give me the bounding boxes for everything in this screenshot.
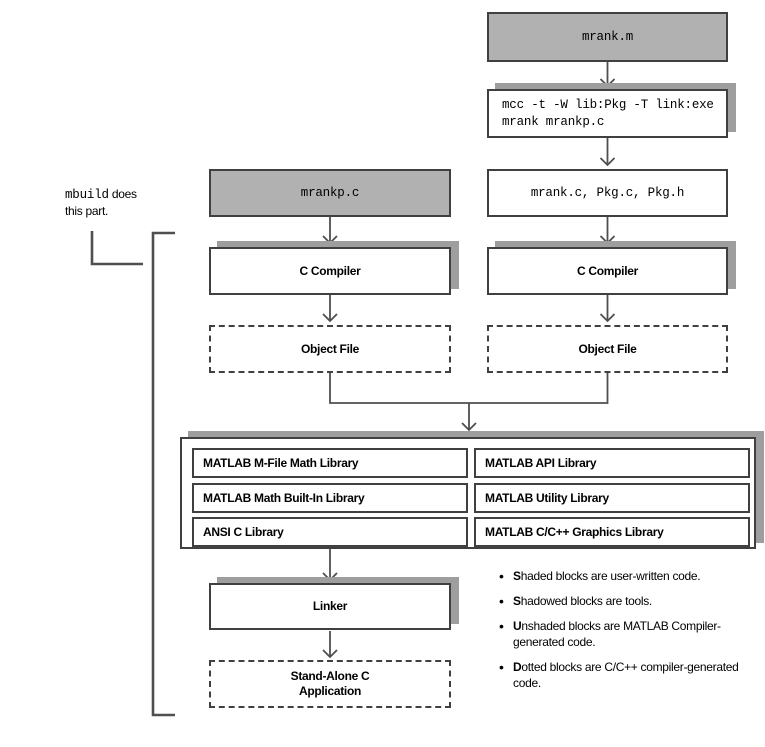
lib-math-builtin-label: MATLAB Math Built-In Library — [203, 490, 365, 505]
object-files-merge-connector — [329, 373, 609, 432]
lib-utility: MATLAB Utility Library — [474, 483, 750, 513]
mcc-command-line1: mcc -t -W lib:Pkg -T link:exe — [502, 97, 714, 112]
legend: Shaded blocks are user-written code. Sha… — [499, 568, 761, 700]
node-object-file-left-label: Object File — [300, 341, 360, 356]
lib-ansi-c-label: ANSI C Library — [203, 524, 284, 539]
node-generated-files-label: mrank.c, Pkg.c, Pkg.h — [530, 186, 685, 200]
mbuild-annotation-code: mbuild — [65, 188, 109, 202]
lib-math-builtin: MATLAB Math Built-In Library — [192, 483, 468, 513]
arrow-compiler-left-to-object — [322, 295, 338, 323]
node-standalone-app-line2: Application — [298, 684, 362, 698]
node-object-file-right-label: Object File — [578, 341, 637, 356]
annotation-pointer-line — [90, 231, 143, 266]
node-mrankp-c: mrankp.c — [209, 169, 451, 217]
legend-item-shaded: Shaded blocks are user-written code. — [499, 568, 761, 584]
arrow-mcc-to-files — [599, 138, 616, 167]
lib-mfile-math: MATLAB M-File Math Library — [192, 448, 468, 478]
mbuild-annotation: mbuild does this part. — [65, 186, 165, 219]
mbuild-annotation-line2: this part. — [65, 204, 109, 218]
libraries-container: MATLAB M-File Math Library MATLAB Math B… — [180, 437, 756, 549]
mbuild-annotation-rest: does — [111, 187, 137, 201]
lib-utility-label: MATLAB Utility Library — [485, 490, 609, 505]
node-mrankp-c-label: mrankp.c — [300, 186, 360, 200]
node-standalone-app: Stand-Alone C Application — [209, 660, 451, 708]
node-object-file-right: Object File — [487, 325, 728, 373]
node-c-compiler-right-label: C Compiler — [576, 263, 638, 278]
legend-item-unshaded: Unshaded blocks are MATLAB Compiler-gene… — [499, 618, 761, 650]
lib-ansi-c: ANSI C Library — [192, 517, 468, 547]
lib-api: MATLAB API Library — [474, 448, 750, 478]
node-linker-label: Linker — [312, 599, 348, 613]
lib-graphics: MATLAB C/C++ Graphics Library — [474, 517, 750, 547]
mcc-command-line2: mrank mrankp.c — [502, 114, 605, 129]
lib-mfile-math-label: MATLAB M-File Math Library — [203, 455, 359, 470]
node-mrank-m-label: mrank.m — [581, 30, 634, 44]
arrow-mrank-to-mcc — [599, 62, 616, 88]
node-generated-files: mrank.c, Pkg.c, Pkg.h — [487, 169, 728, 217]
node-c-compiler-left: C Compiler — [209, 247, 451, 295]
legend-item-dotted: Dotted blocks are C/C++ compiler-generat… — [499, 659, 761, 691]
arrow-mrankp-to-compiler-left — [322, 217, 338, 245]
arrow-linker-to-app — [322, 631, 338, 659]
arrow-libraries-to-linker — [322, 549, 338, 582]
node-linker: Linker — [209, 583, 451, 630]
mbuild-scope-bracket — [151, 231, 175, 717]
legend-item-shadowed: Shadowed blocks are tools. — [499, 593, 761, 609]
lib-api-label: MATLAB API Library — [485, 455, 597, 470]
node-c-compiler-right: C Compiler — [487, 247, 728, 295]
node-mrank-m: mrank.m — [487, 12, 728, 62]
node-c-compiler-left-label: C Compiler — [299, 263, 361, 278]
node-object-file-left: Object File — [209, 325, 451, 373]
arrow-files-to-compiler-right — [599, 217, 616, 245]
lib-graphics-label: MATLAB C/C++ Graphics Library — [485, 524, 664, 539]
arrow-compiler-right-to-object — [599, 295, 616, 323]
node-mcc-command: mcc -t -W lib:Pkg -T link:exe mrank mran… — [487, 89, 728, 138]
node-standalone-app-line1: Stand-Alone C — [290, 669, 370, 683]
